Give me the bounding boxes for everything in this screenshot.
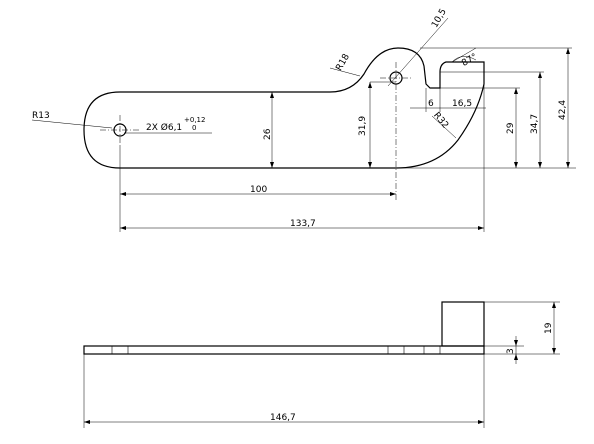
arrow-133-7-right — [478, 226, 484, 230]
arrow-29-bottom — [514, 162, 518, 168]
arrow-146-7-left — [84, 420, 90, 424]
arrow-42-4-top — [566, 48, 570, 54]
arrow-29-top — [514, 88, 518, 94]
arrow-19-bottom — [552, 348, 556, 354]
side-tab — [441, 301, 485, 347]
label-hole-tol-lower: 0 — [192, 124, 196, 132]
side-plate — [83, 345, 485, 355]
label-r13: R13 — [32, 111, 50, 121]
arrow-3-bottom — [514, 354, 518, 360]
arrow-19-top — [552, 302, 556, 308]
label-34-7: 34,7 — [530, 114, 540, 134]
leader-r32 — [431, 115, 457, 139]
label-29: 29 — [506, 122, 516, 134]
arrow-26-bottom — [270, 162, 274, 168]
arrow-26-top — [270, 92, 274, 98]
label-31-9: 31,9 — [358, 116, 368, 136]
angle-line — [451, 47, 477, 63]
side-view: 3 19 146,7 — [83, 301, 560, 428]
arrow-31-9-bottom — [368, 162, 372, 168]
label-100: 100 — [250, 185, 267, 195]
label-slot-6: 6 — [428, 99, 434, 109]
arrow-34-7-bottom — [538, 162, 542, 168]
arrow-42-4-bottom — [566, 162, 570, 168]
label-133-7: 133,7 — [290, 219, 316, 229]
leader-r18 — [329, 67, 361, 77]
arrow-100-right — [390, 192, 396, 196]
leader-r13 — [31, 119, 113, 129]
leader-10-5 — [387, 17, 449, 87]
label-19: 19 — [544, 322, 554, 334]
arrow-3-top — [514, 340, 518, 346]
angle-arc — [451, 56, 477, 63]
arrow-146-7-right — [478, 420, 484, 424]
label-146-7: 146,7 — [270, 413, 296, 423]
label-26: 26 — [263, 128, 273, 140]
label-42-4: 42,4 — [558, 100, 568, 120]
label-3: 3 — [506, 348, 516, 354]
arrow-133-7-left — [120, 226, 126, 230]
arrow-100-left — [120, 192, 126, 196]
label-hole-note: 2X Ø6,1 — [146, 122, 182, 133]
arrow-31-9-top — [368, 82, 372, 88]
label-hole-tol-upper: +0,12 — [184, 116, 205, 124]
arrow-34-7-top — [538, 72, 542, 78]
label-slot-16-5: 16,5 — [452, 99, 472, 109]
